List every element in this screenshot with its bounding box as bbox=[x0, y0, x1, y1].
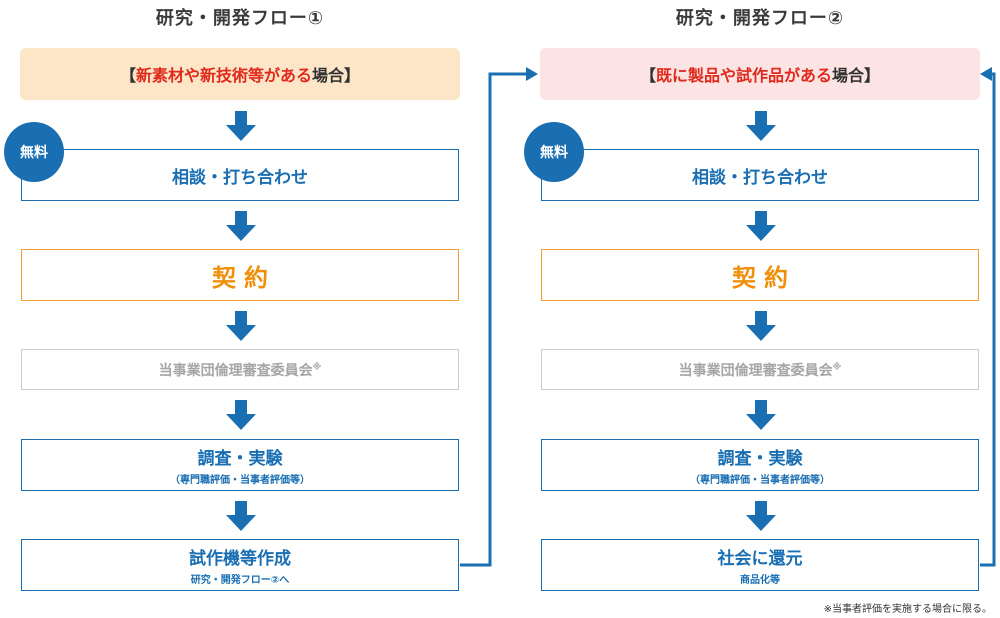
down-arrow-icon bbox=[226, 111, 256, 141]
down-arrow-icon bbox=[746, 400, 776, 430]
down-arrow-icon bbox=[746, 211, 776, 241]
down-arrow-icon bbox=[746, 311, 776, 341]
down-arrow-icon bbox=[226, 211, 256, 241]
down-arrow-icon bbox=[746, 501, 776, 531]
arrowhead-right-icon bbox=[526, 67, 538, 81]
step-label: 相談・打ち合わせ bbox=[692, 167, 828, 188]
case-highlight: 既に製品や試作品がある bbox=[655, 66, 832, 85]
flow1-step-contract: 契約 bbox=[21, 249, 459, 301]
connector-return-loop bbox=[980, 72, 996, 567]
case-prefix: 【 bbox=[119, 66, 136, 85]
footnote-mark: ※ bbox=[312, 361, 322, 372]
step-label: 試作機等作成 bbox=[189, 549, 291, 569]
step-label: 相談・打ち合わせ bbox=[172, 167, 308, 188]
step-sublabel: （専門職評価・当事者評価等） bbox=[690, 475, 830, 486]
down-arrow-icon bbox=[746, 111, 776, 141]
flow2-step-research: 調査・実験 （専門職評価・当事者評価等） bbox=[541, 439, 979, 491]
step-label: 社会に還元 bbox=[717, 549, 803, 569]
step-label: 調査・実験 bbox=[197, 449, 283, 469]
flow2-step-contract: 契約 bbox=[541, 249, 979, 301]
free-badge: 無料 bbox=[524, 122, 584, 182]
case-prefix: 【 bbox=[639, 66, 656, 85]
flow2-case-box: 【既に製品や試作品がある場合】 bbox=[540, 48, 980, 100]
step-sublabel: 商品化等 bbox=[740, 575, 780, 586]
case-suffix: 場合】 bbox=[312, 66, 361, 85]
flow1-step-consult: 相談・打ち合わせ bbox=[21, 149, 459, 201]
step-label: 契約 bbox=[732, 263, 796, 292]
footnote-mark: ※ bbox=[832, 361, 842, 372]
connector-flow1-to-flow2 bbox=[460, 72, 530, 567]
flow1-title: 研究・開発フロー① bbox=[155, 8, 325, 29]
case-highlight: 新素材や新技術等がある bbox=[135, 66, 312, 85]
step-label: 当事業団倫理審査委員会 bbox=[678, 362, 833, 379]
step-label: 契約 bbox=[212, 263, 276, 292]
flow2-step-return: 社会に還元 商品化等 bbox=[541, 539, 979, 591]
free-badge: 無料 bbox=[4, 122, 64, 182]
footnote: ※当事者評価を実施する場合に限る。 bbox=[823, 604, 992, 615]
flow2-step-consult: 相談・打ち合わせ bbox=[541, 149, 979, 201]
flow2-step-ethics: 当事業団倫理審査委員会※ bbox=[541, 349, 979, 390]
flow2-title: 研究・開発フロー② bbox=[675, 8, 845, 29]
flow1-step-prototype: 試作機等作成 研究・開発フロー②へ bbox=[21, 539, 459, 591]
down-arrow-icon bbox=[226, 501, 256, 531]
step-sublabel: （専門職評価・当事者評価等） bbox=[170, 475, 310, 486]
step-label: 当事業団倫理審査委員会 bbox=[158, 362, 313, 379]
flow1-step-ethics: 当事業団倫理審査委員会※ bbox=[21, 349, 459, 390]
arrowhead-left-icon bbox=[980, 67, 992, 81]
down-arrow-icon bbox=[226, 400, 256, 430]
case-suffix: 場合】 bbox=[832, 66, 881, 85]
step-sublabel: 研究・開発フロー②へ bbox=[190, 575, 290, 586]
flow1-case-box: 【新素材や新技術等がある場合】 bbox=[20, 48, 460, 100]
flow1-step-research: 調査・実験 （専門職評価・当事者評価等） bbox=[21, 439, 459, 491]
step-label: 調査・実験 bbox=[717, 449, 803, 469]
down-arrow-icon bbox=[226, 311, 256, 341]
